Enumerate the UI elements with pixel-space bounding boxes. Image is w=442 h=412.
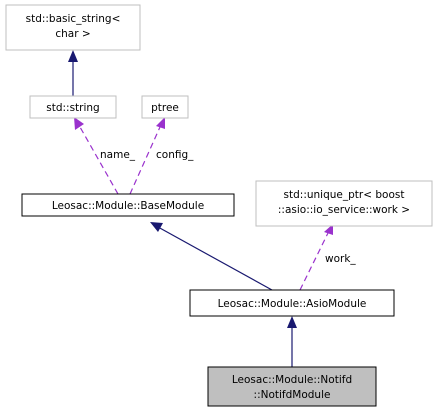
edge-label-work: work_ bbox=[325, 253, 356, 265]
node-unique-ptr[interactable]: std::unique_ptr< boost ::asio::io_servic… bbox=[255, 180, 433, 227]
node-asio-module[interactable]: Leosac::Module::AsioModule bbox=[189, 289, 395, 317]
edge-basic-string-to-std-string bbox=[68, 50, 78, 96]
node-notifd-module-line1: Leosac::Module::Notifd bbox=[232, 374, 352, 386]
node-asio-module-label: Leosac::Module::AsioModule bbox=[218, 298, 367, 310]
edge-label-config: config_ bbox=[156, 149, 194, 161]
node-base-module-label: Leosac::Module::BaseModule bbox=[52, 200, 204, 212]
node-std-basic-string-line1: std::basic_string< bbox=[26, 13, 121, 25]
node-unique-ptr-line1: std::unique_ptr< boost bbox=[284, 189, 405, 201]
node-unique-ptr-line2: ::asio::io_service::work > bbox=[278, 204, 410, 216]
node-std-basic-string-line2: char > bbox=[55, 28, 90, 40]
edge-label-name: name_ bbox=[100, 149, 136, 161]
node-std-string-label: std::string bbox=[46, 102, 99, 114]
node-notifd-module[interactable]: Leosac::Module::Notifd ::NotifdModule bbox=[207, 366, 377, 407]
node-std-basic-string[interactable]: std::basic_string< char > bbox=[5, 4, 141, 51]
node-ptree[interactable]: ptree bbox=[141, 95, 189, 119]
node-ptree-label: ptree bbox=[151, 102, 179, 114]
edge-asio-module-to-notifd-module bbox=[287, 316, 297, 367]
edge-unique-ptr-to-asio-module bbox=[299, 224, 333, 291]
edge-std-string-to-base-module bbox=[74, 117, 119, 195]
node-std-string[interactable]: std::string bbox=[29, 95, 117, 119]
edge-ptree-to-base-module bbox=[129, 117, 165, 195]
node-notifd-module-line2: ::NotifdModule bbox=[254, 389, 331, 401]
node-base-module[interactable]: Leosac::Module::BaseModule bbox=[21, 193, 235, 217]
edge-base-module-to-asio-module bbox=[150, 222, 273, 291]
